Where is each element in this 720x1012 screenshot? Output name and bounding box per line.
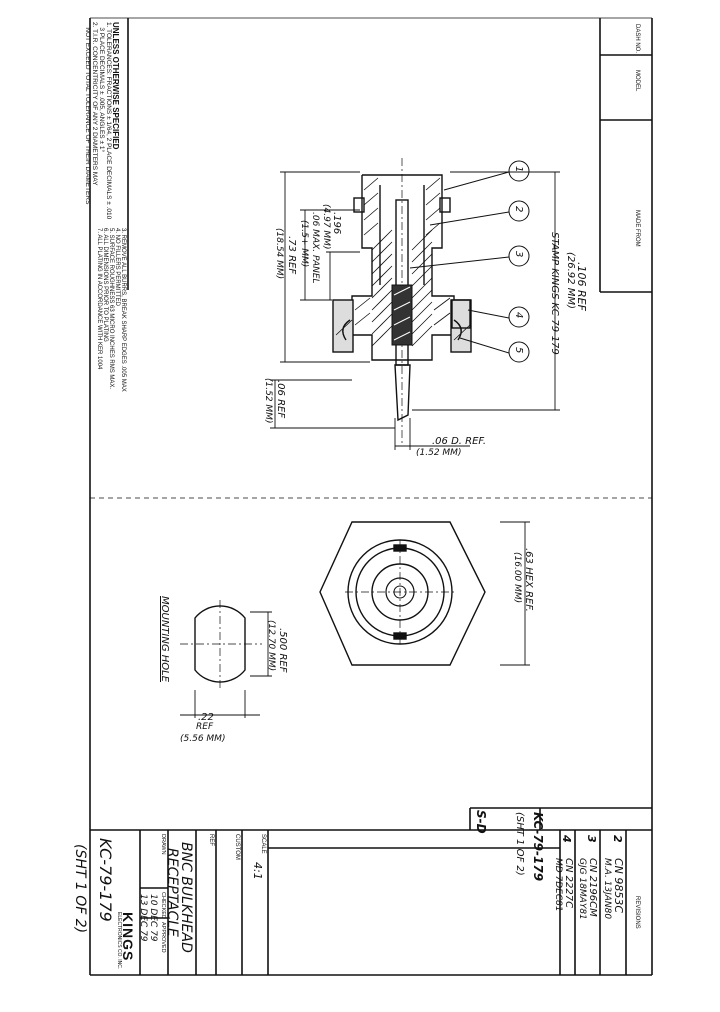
part-number-box: KC-79-179 [531,812,545,882]
callout-2-label: 2 [513,206,524,213]
panel-dim-mm: (1.5+ MM) [299,220,309,268]
checked-label: CHECKED [160,892,166,919]
rev-4-by: MD 7DEC81 [553,858,563,912]
title-line-2: RECEPTACLE [164,848,180,937]
mounting-dia-mm: (12.70 MM) [266,620,276,672]
company-sub: ELECTRONICS CO. INC. [116,912,122,970]
title-line-1: BNC BULKHEAD [178,842,194,953]
rev-2-number: 2 [611,835,624,843]
ref73-dim: .73 REF [286,236,297,275]
rev-2-by: M.A. 13JAN80 [602,858,612,920]
callout-4 [508,306,530,328]
section-view [332,158,472,445]
callout-5-label: 5 [513,347,524,354]
dash-no-label: DASH NO. [634,24,640,54]
notes-right-3: 5. SURFACE ROUGHNESS 63 MICRO INCHES RMS… [108,228,114,390]
scale-value: 4:1 [251,862,264,880]
mounting-flat-mm: (5.56 MM) [180,734,226,744]
callout-5 [508,341,530,363]
panel-dim: .06 MAX. PANEL [310,212,320,284]
mounting-dia-dim: .500 REF [277,628,288,673]
model-label: MODEL [634,70,640,92]
mounting-flat-ref: REF [196,722,214,732]
sheet-box: (SHT 1 OF 2) [514,812,525,876]
insulator [391,284,413,346]
custom-label: CUSTOM [234,834,240,860]
rev-3-by: GJG 18MAY81 [577,858,587,920]
hex-dim-mm: (16.00 MM) [512,552,522,604]
notes-left-2: 3 PLACE DECIMALS ± .005, ANGLES ± 1° [98,22,105,153]
notes-heading: UNLESS OTHERWISE SPECIFIED [111,22,120,150]
made-from-label: MADE FROM [634,210,640,247]
mounting-hole-title: MOUNTING HOLE [159,596,170,683]
rev-3-number: 3 [585,835,598,843]
rev-2-text: CN 9853C [612,858,625,914]
notes-right-1: 3. REMOVE ALL BURRS, BREAK SHARP EDGES .… [120,228,126,392]
drawn-label: DRAWN [160,834,166,855]
hex-dim: .63 HEX REF. [523,548,534,612]
date-1: 10 DEC 79 [148,894,158,942]
end-view [319,521,530,666]
mounting-hole-view [180,600,272,718]
notes-right-2: 4. NO FILLERS PERMITTED [114,228,120,307]
size-code: S-D [474,810,488,834]
callout-3-label: 3 [513,251,524,258]
notes-left-3: 2. T.I.R. CONCENTRICITY OF ANY 2 DIAMETE… [91,22,98,186]
callout-1 [508,160,530,182]
date-2: 13 DEC 79 [138,894,148,942]
callout-2 [508,200,530,222]
ref06-dim: .06 REF [275,380,286,419]
overall-length-dim: .106 REF [575,262,588,311]
notes-left-1: 1. TOLERANCES: FRACTIONS ± 1/64, 2 PLACE… [105,22,112,220]
notes-left-4: NOT EXCEED TOTAL TOLERANCE OF THEIR DIAM… [84,22,91,205]
stamp-note: STAMP KINGS KC-79-179 [549,232,560,355]
section-dimensions [270,171,560,450]
sheet-number: (SHT 1 OF 2) [72,844,88,934]
scale-label: SCALE [260,834,266,854]
callout-3 [508,245,530,267]
ref73-dim-mm: (18.54 MM) [274,228,284,280]
callout-4-label: 4 [513,312,524,319]
notes-right-5: 7. ALL PLATING IN ACCORDANCE WITH KER 10… [96,228,102,370]
ref-label: REF [208,834,214,846]
company-logo: KINGS [120,912,136,962]
overall-length-mm: (26.92 MM) [565,252,576,309]
notes-right-4: 6. ALL DIMENSIONS PRIOR TO PLATING [102,228,108,342]
callout-balloons [409,160,530,363]
ref06-dim-mm: (1.52 MM) [263,378,273,424]
rev-4-text: CN 2227C [563,858,574,909]
part-number: KC-79-179 [96,838,115,922]
rev-4-number: 4 [560,835,573,843]
dim-196-mm: (4.97 MM) [321,204,331,250]
callout-1-label: 1 [513,166,524,173]
dref-dim-mm: (1.52 MM) [416,448,462,458]
dref-dim: .06 D. REF. [432,436,487,447]
dim-196: .196 [331,212,342,235]
revisions-header: REVISIONS [634,896,640,929]
approved-label: APPROVED [160,922,166,953]
rev-3-text: CN 2196CM [587,858,598,917]
mounting-flat-dim: .22 [198,712,214,723]
